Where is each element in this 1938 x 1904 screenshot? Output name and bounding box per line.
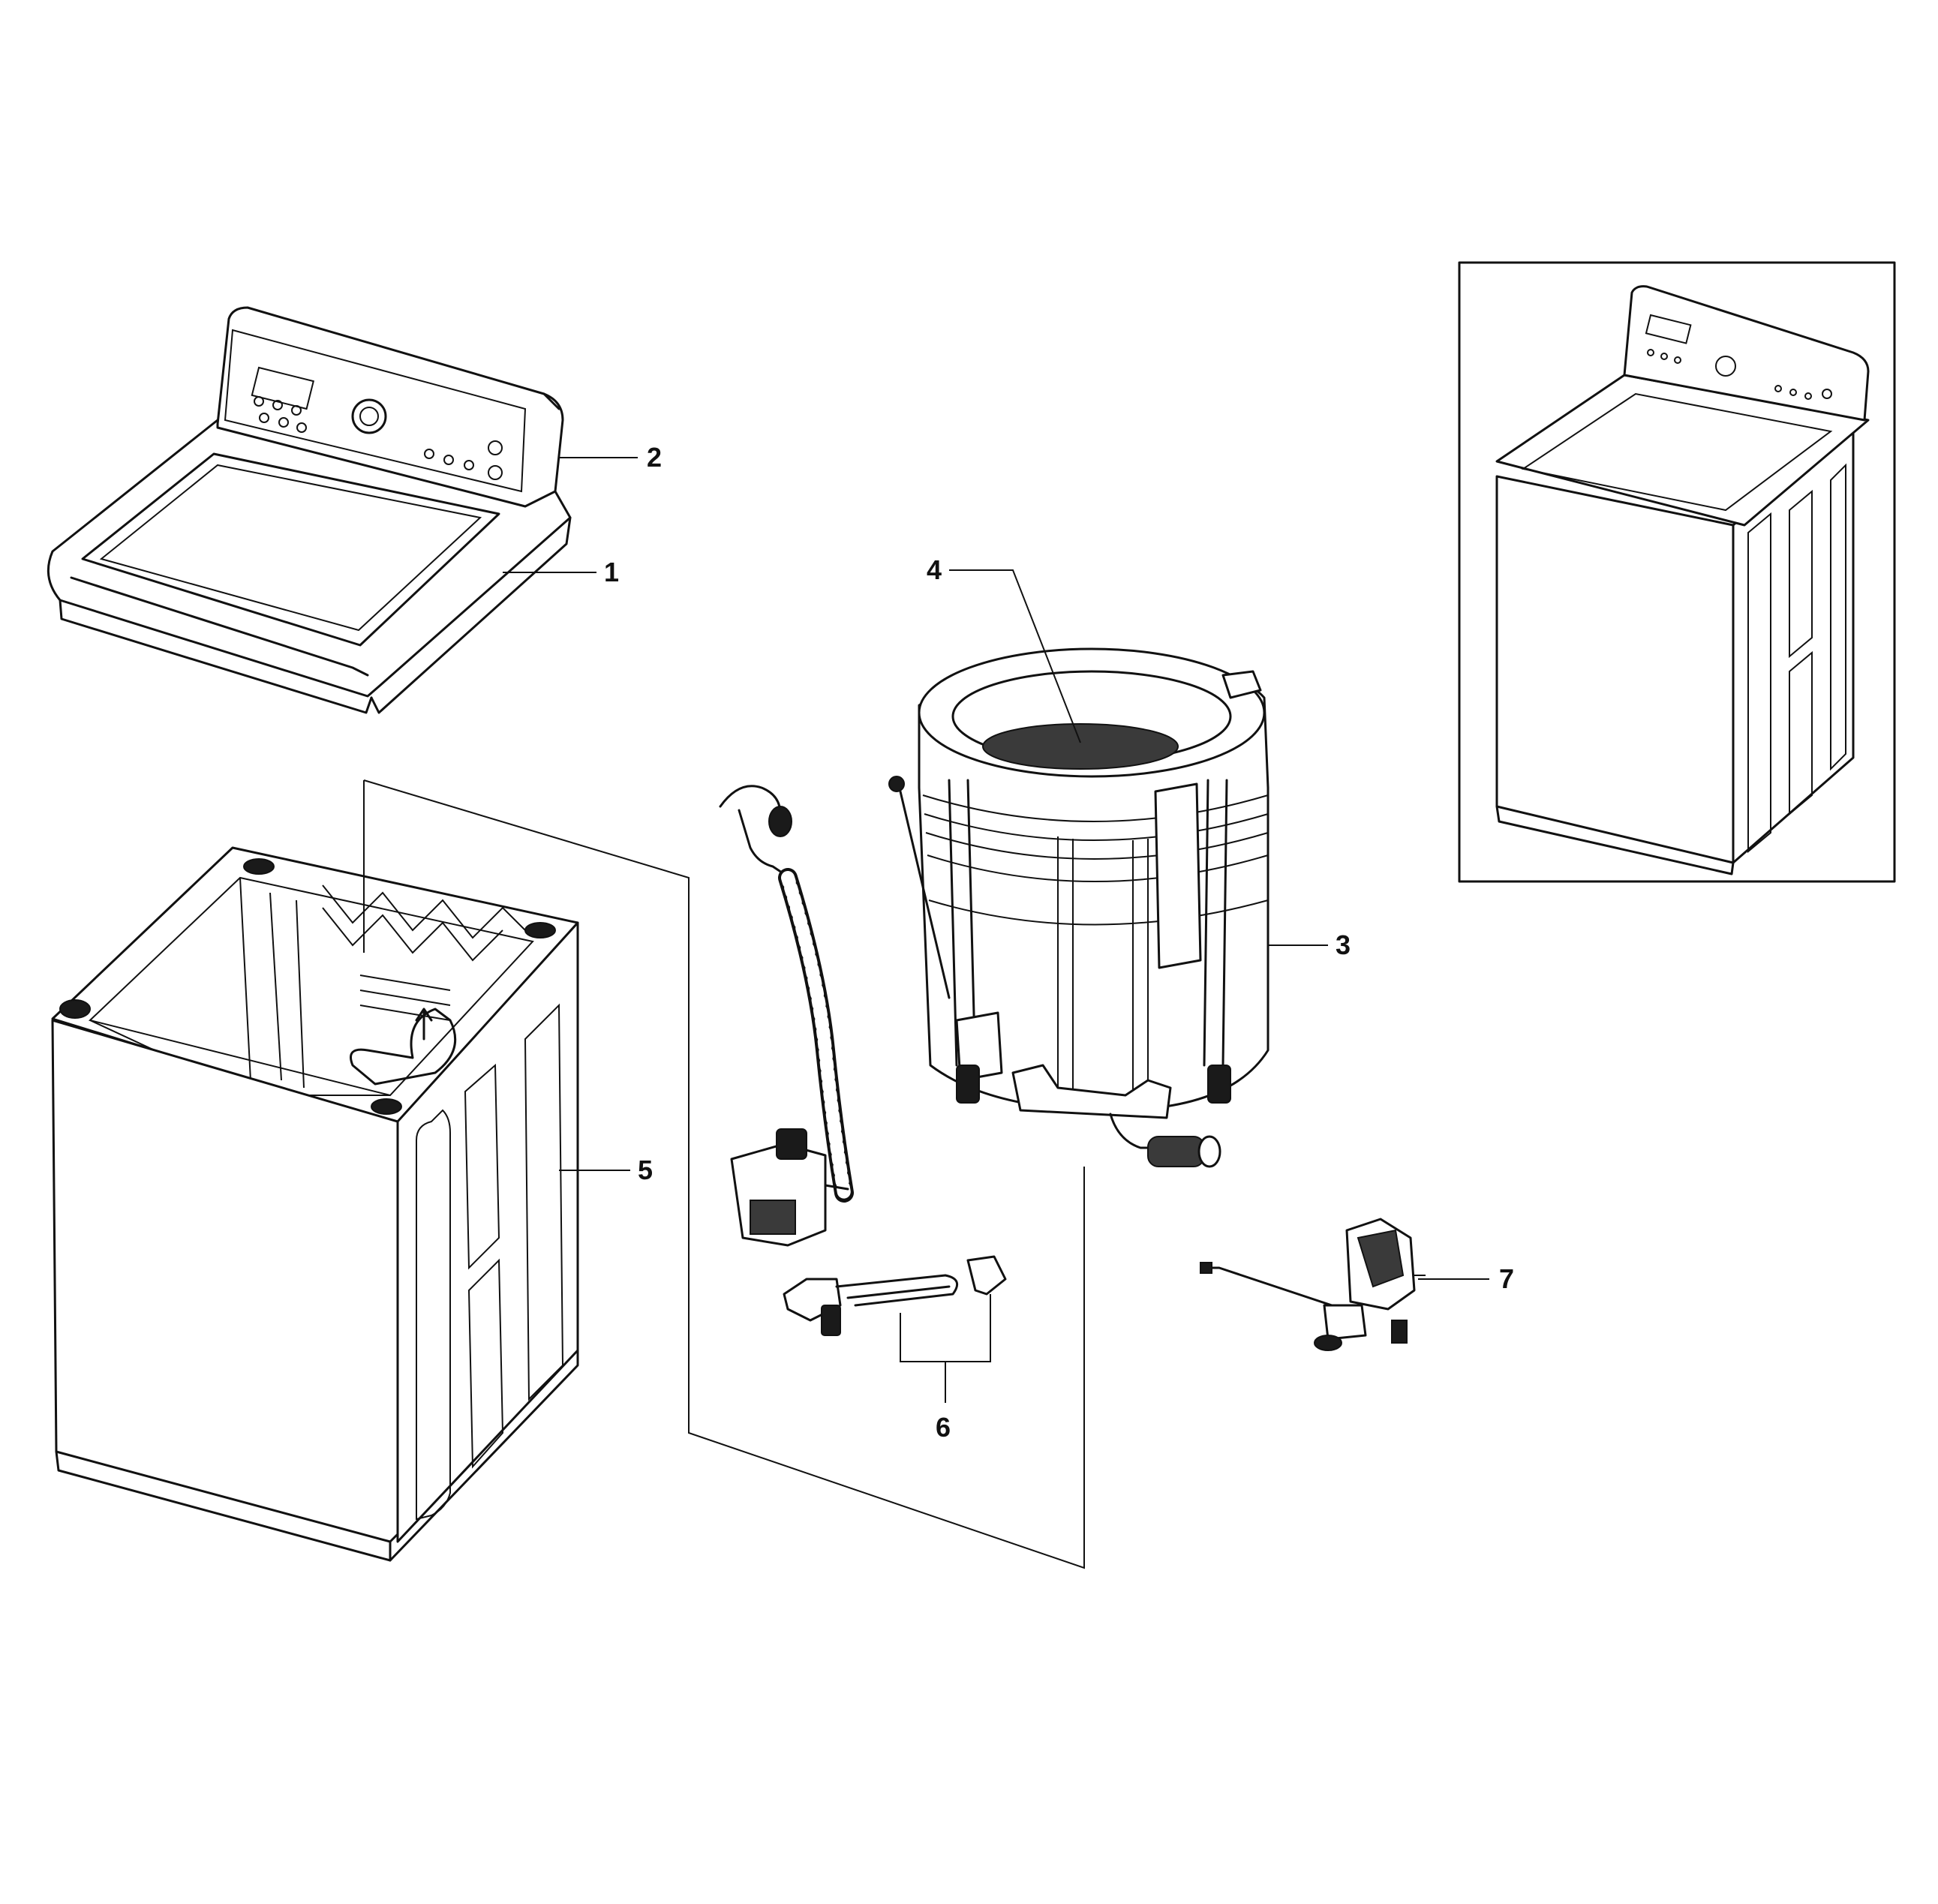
cabinet-part bbox=[51, 846, 579, 1562]
assembled-washer-inset bbox=[1458, 261, 1896, 883]
callout-5: 5 bbox=[638, 1155, 653, 1185]
callout-4: 4 bbox=[927, 554, 942, 585]
callout-7: 7 bbox=[1499, 1263, 1514, 1294]
callout-1: 1 bbox=[604, 557, 619, 587]
tub-assembly-part bbox=[888, 647, 1269, 1168]
callout-2: 2 bbox=[647, 442, 662, 473]
heater-part bbox=[783, 1255, 1007, 1403]
callout-6: 6 bbox=[936, 1412, 951, 1443]
drain-pump-part bbox=[719, 785, 854, 1247]
assembly-outline bbox=[363, 779, 1085, 1569]
callout-leaders bbox=[503, 457, 1489, 1280]
callout-3: 3 bbox=[1336, 929, 1351, 960]
water-valve-part bbox=[1200, 1218, 1426, 1351]
top-panel-part bbox=[47, 419, 572, 714]
control-panel-part bbox=[216, 306, 564, 508]
